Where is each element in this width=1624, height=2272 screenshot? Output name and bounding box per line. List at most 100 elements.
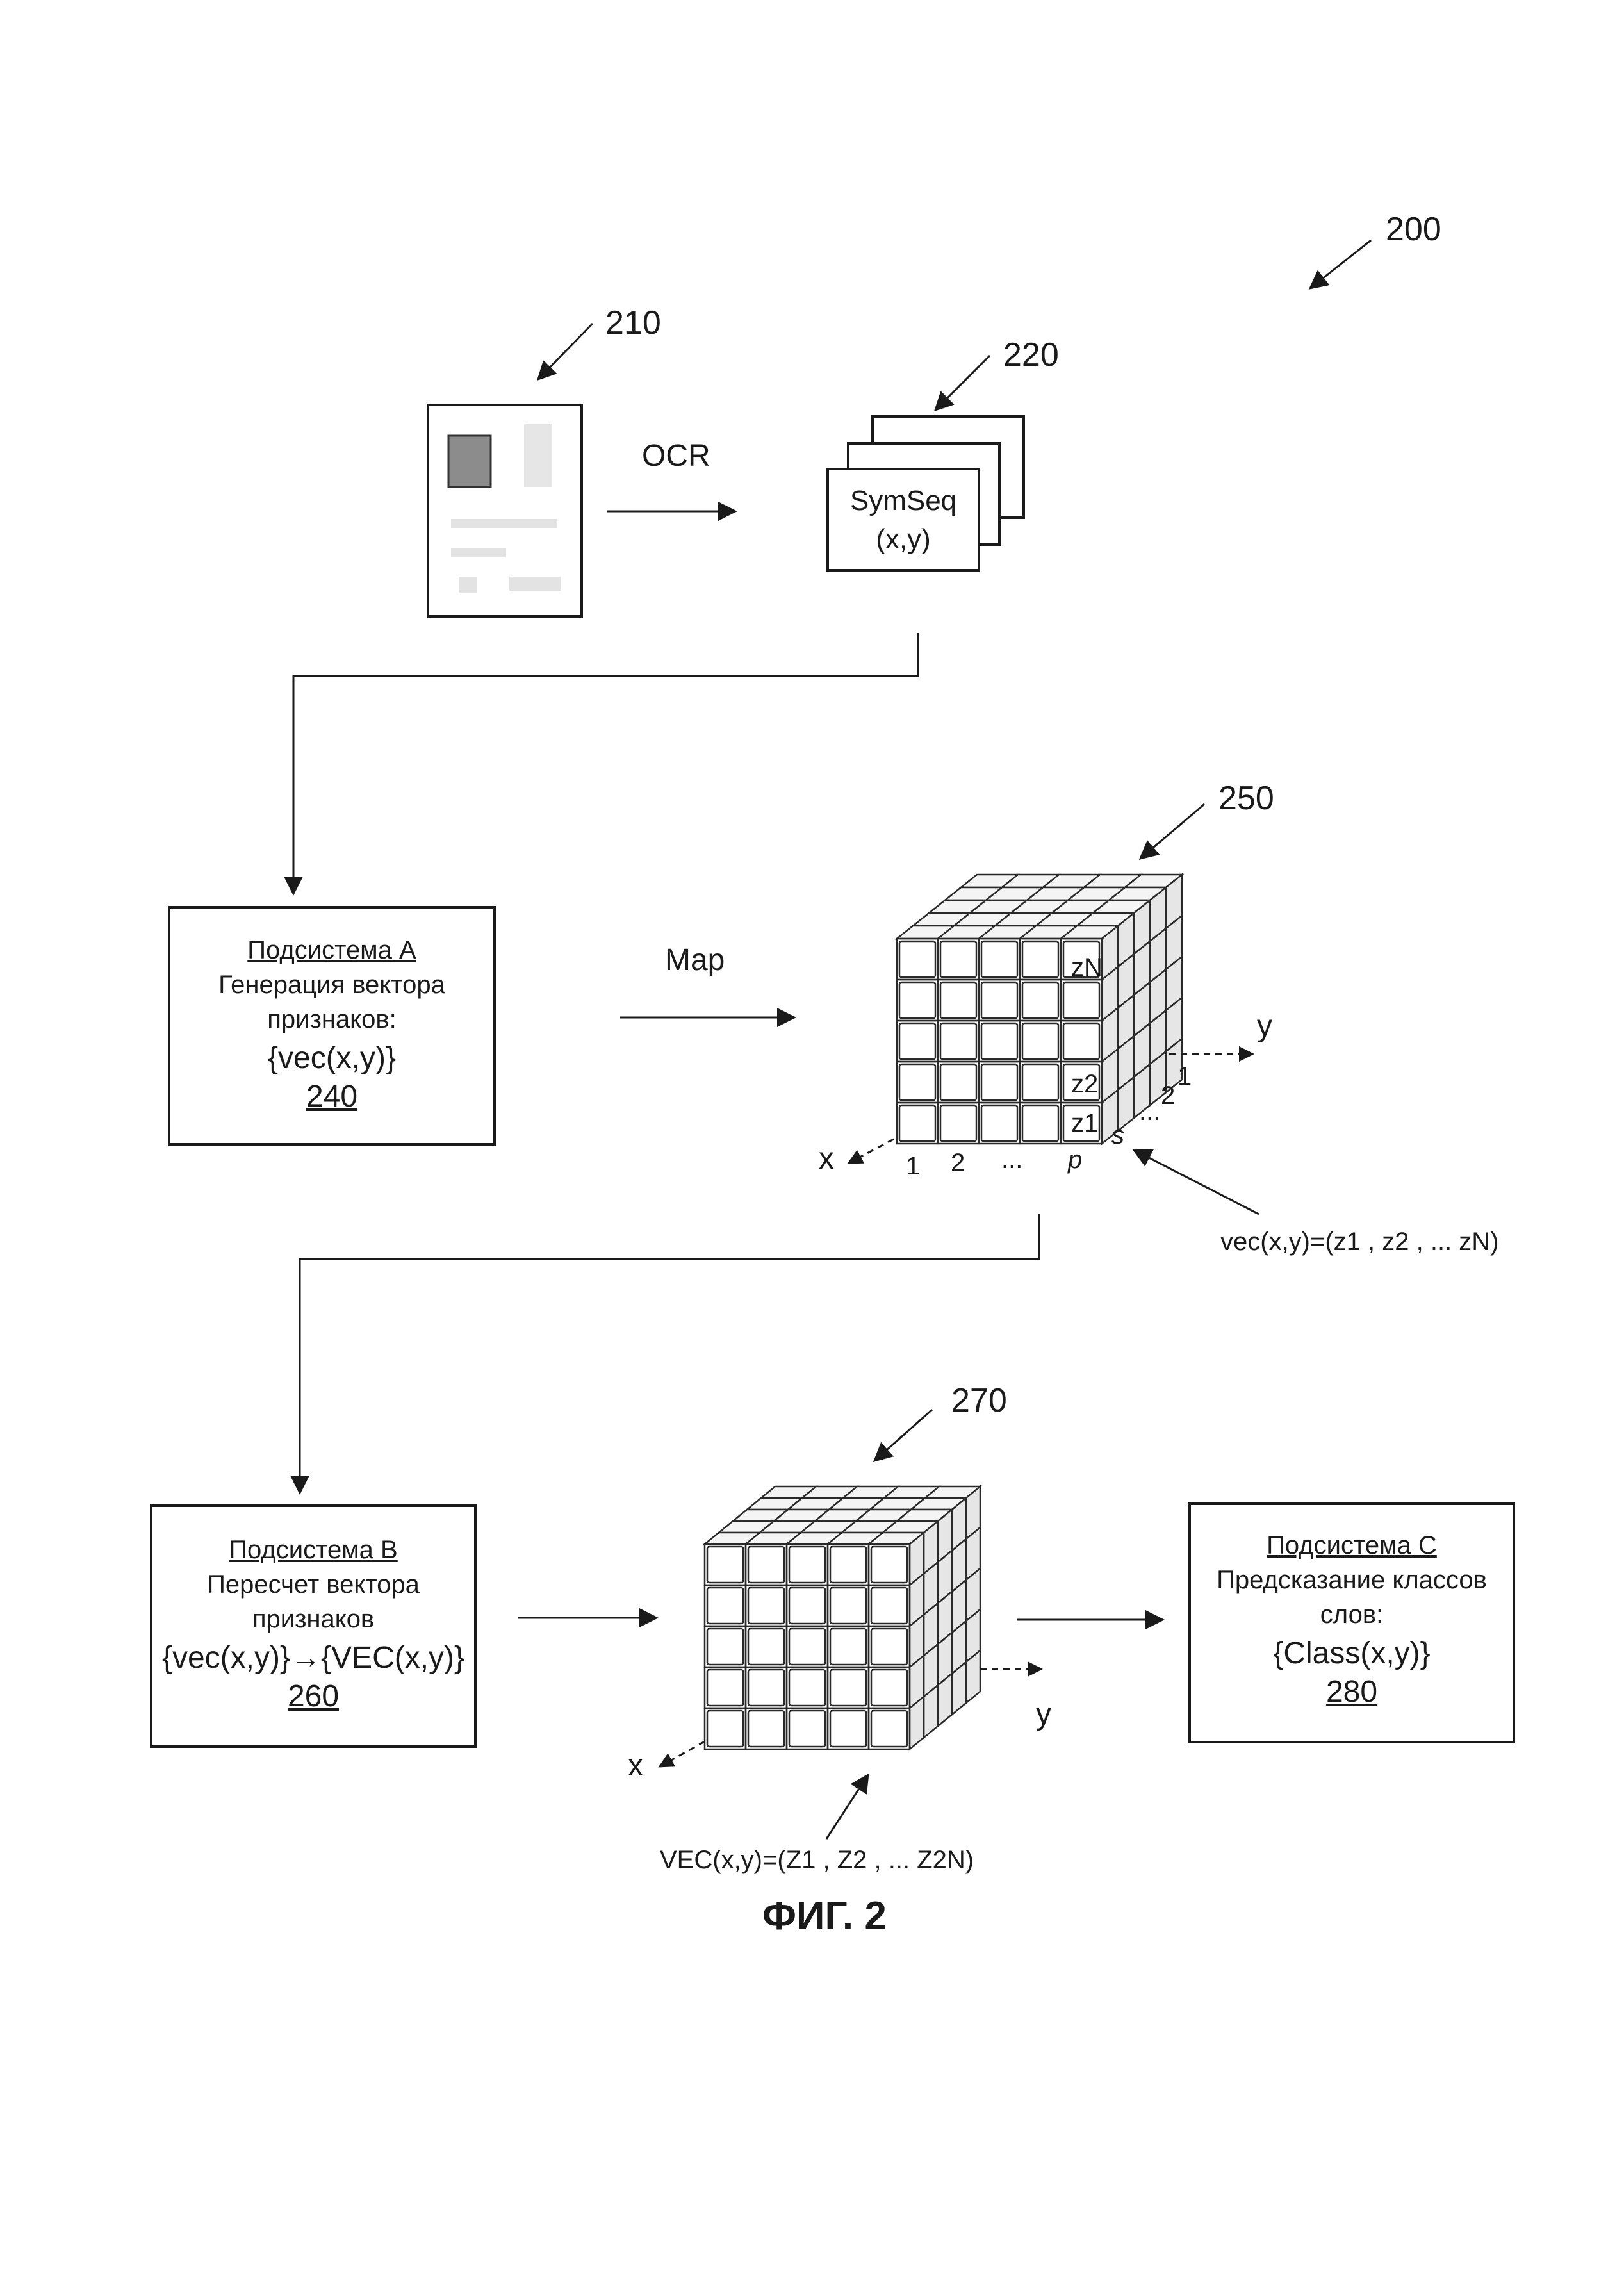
cube-270-front-cell [706,1668,744,1707]
cube-270-x-axis [658,1740,705,1768]
VEC-pointer-arrow [825,1773,869,1840]
cube-250-front-cell [1021,1022,1060,1060]
cube-270-front-cell [870,1709,908,1748]
symseq-line1: SymSeq [849,485,957,516]
cube-250-front-cell [1021,981,1060,1019]
symseq-card-front: SymSeq (x,y) [826,468,980,572]
cube-250-front-cell [1062,1063,1101,1101]
cube-250-front-cell [1062,1022,1101,1060]
cube-270-front-cell [706,1627,744,1666]
cube-250-front-cell [939,1063,978,1101]
ocr-label: OCR [642,439,710,473]
ref-270: 270 [951,1382,1007,1419]
ref-270-leader [873,1408,933,1462]
cube-270-front-cell [706,1709,744,1748]
subsystem-c-formula: {Class(x,y)} [1273,1636,1431,1670]
ref-250: 250 [1218,780,1274,817]
cube-250-x-tick-1: 1 [906,1152,921,1180]
cube-250-front-cell [939,1022,978,1060]
cube-250-y-tick-dots: ... [1139,1098,1161,1126]
ref-220-leader [933,354,991,412]
cube-250-y-label: y [1257,1009,1272,1043]
cube-250-front-cell [980,1104,1019,1142]
cube-250-vector-formula: vec(x,y)=(z1 , z2 , ... zN) [1220,1228,1499,1256]
ref-200-leader [1308,239,1372,290]
subsystem-a-line1: Генерация вектора [218,971,445,999]
cube-250-front-cell [980,940,1019,978]
cube-270-front-cell [829,1545,867,1584]
cube-270-front-cell [788,1545,826,1584]
cube-270-front-cell-outline [867,1707,911,1750]
vec-pointer-arrow [1132,1149,1259,1215]
figure-caption: ФИГ. 2 [762,1894,887,1938]
connector-250-to-b [290,1214,1040,1495]
cube-270-front-cell [870,1545,908,1584]
cube-270-x-label: x [628,1749,643,1782]
cube-270-front-cell [747,1545,785,1584]
subsystem-c-title: Подсистема С [1267,1531,1437,1560]
subsystem-c-line1: Предсказание классов [1217,1566,1487,1594]
cube-270-front-cell [829,1709,867,1748]
cube-270-front-cell [829,1586,867,1625]
cube-270-front-cell [870,1586,908,1625]
cube-250-front-cell [898,1104,937,1142]
cube-270-vector-formula: VEC(x,y)=(Z1 , Z2 , ... Z2N) [660,1846,974,1874]
cube-250-x-tick-2: 2 [951,1149,965,1177]
subsystem-b-box: Подсистема В Пересчет вектора признаков … [150,1504,477,1748]
cube-250 [894,873,1185,1146]
cube-250-y-tick-s: s [1111,1121,1124,1149]
cube-250-front-cell [1021,1104,1060,1142]
cube-250-x-tick-dots: ... [1001,1146,1023,1174]
cube-270-front-cell [870,1668,908,1707]
cube-250-front-cell [1062,981,1101,1019]
document-icon [427,404,583,618]
map-label: Map [665,943,725,977]
cube-270-front-cell [829,1627,867,1666]
ref-210: 210 [605,304,661,342]
cube-270-y-label: y [1036,1697,1051,1731]
subsystem-b-formula: {vec(x,y)}→{VEC(x,y)} [161,1641,465,1675]
cube-250-front-cell [939,940,978,978]
cube-250-front-cell [898,1063,937,1101]
subsystem-a-formula: {vec(x,y)} [267,1041,397,1075]
cube-250-front-cell [1021,940,1060,978]
cube-250-x-tick-p: p [1068,1146,1083,1174]
subsystem-b-title: Подсистема В [229,1536,398,1564]
cube-270 [702,1485,983,1751]
cube-270-front-cell [829,1668,867,1707]
cube-250-front-cell-outline [1060,1101,1103,1145]
cube-270-front-cell [788,1586,826,1625]
cube-270-front-cell [747,1586,785,1625]
cube-270-front-cell [870,1627,908,1666]
subsystem-b-line1: Пересчет вектора [207,1570,420,1599]
cube-250-front-cell [939,1104,978,1142]
cube-250-front-cell [980,981,1019,1019]
cube-270-front-cell [747,1709,785,1748]
subsystem-c-line2: слов: [1320,1601,1384,1629]
cube-270-front-cell [788,1627,826,1666]
cube-250-zN-label: zN [1071,953,1103,982]
subsystem-a-title: Подсистема А [247,936,416,964]
cube-250-z1-label: z1 [1071,1109,1099,1137]
cube-270-front-cell [747,1627,785,1666]
cube-270-front-cell [788,1668,826,1707]
subsystem-a-box: Подсистема А Генерация вектора признаков… [168,906,496,1146]
cube-250-z2-label: z2 [1071,1070,1099,1098]
cube-250-y-tick-1: 1 [1177,1062,1192,1091]
cube-250-y-tick-2: 2 [1161,1082,1176,1110]
cube-270-front-cell [747,1668,785,1707]
cube-250-front-cell [1062,1104,1101,1142]
cube-250-front-cell [1021,1063,1060,1101]
cube-250-front-cell [898,981,937,1019]
cube-250-x-label: x [819,1142,834,1176]
connector-220-to-a [284,633,919,896]
cube-250-x-axis [847,1138,894,1164]
cube-250-front-cell [980,1063,1019,1101]
subsystem-a-number: 240 [306,1080,358,1114]
ref-220: 220 [1003,336,1059,374]
cube-270-front-cell [706,1545,744,1584]
subsystem-c-number: 280 [1325,1675,1378,1709]
subsystem-a-line2: признаков: [267,1005,397,1033]
